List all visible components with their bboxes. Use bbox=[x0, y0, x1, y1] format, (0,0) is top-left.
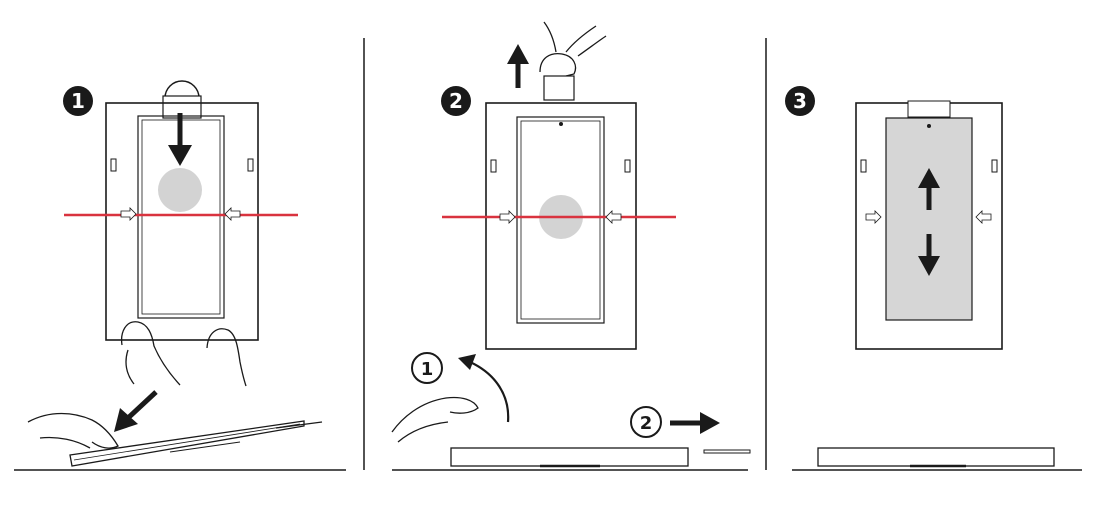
liner-strip bbox=[703, 449, 751, 454]
pull-tab bbox=[543, 75, 575, 101]
alignment-tray bbox=[485, 102, 637, 350]
sub-step-number: 1 bbox=[421, 359, 434, 380]
tilted-tray bbox=[69, 420, 323, 467]
applied-film bbox=[885, 117, 973, 321]
camera-dot bbox=[559, 122, 563, 126]
step-badge: 2 bbox=[441, 86, 471, 116]
hollow-arrow-right bbox=[120, 207, 137, 221]
hand-sketch bbox=[391, 396, 479, 443]
step-number: 2 bbox=[449, 89, 463, 113]
panel-3: 3 bbox=[785, 86, 1082, 471]
sub-step-number: 2 bbox=[640, 413, 653, 434]
side-slot bbox=[991, 159, 998, 173]
step-badge: 3 bbox=[785, 86, 815, 116]
pull-tab-stub bbox=[907, 100, 951, 118]
step-badge: 1 bbox=[63, 86, 93, 116]
side-slot bbox=[624, 159, 631, 173]
right-hand bbox=[206, 328, 247, 387]
flat-tray bbox=[450, 447, 689, 467]
target-circle bbox=[158, 168, 202, 212]
side-slot bbox=[110, 158, 117, 172]
phone-outline bbox=[516, 116, 605, 324]
hollow-arrow-left bbox=[224, 207, 241, 221]
hollow-arrow-left bbox=[975, 210, 992, 224]
sub-step-badge: 1 bbox=[411, 352, 443, 384]
hollow-arrow-left bbox=[605, 210, 622, 224]
diagonal-arrow bbox=[114, 390, 158, 432]
sub-step-badge: 2 bbox=[630, 406, 662, 438]
up-arrow bbox=[918, 168, 940, 210]
left-hand bbox=[120, 321, 181, 386]
hollow-arrow-right bbox=[865, 210, 882, 224]
flat-tray bbox=[817, 447, 1055, 467]
up-arrow bbox=[507, 44, 529, 88]
side-slot bbox=[247, 158, 254, 172]
panel-2: 2 1 2 bbox=[391, 21, 751, 471]
down-arrow bbox=[168, 113, 192, 166]
step-number: 3 bbox=[793, 89, 807, 113]
hand-sketch bbox=[27, 412, 119, 449]
curved-arrow bbox=[469, 361, 510, 423]
camera-dot bbox=[927, 124, 931, 128]
pull-tab bbox=[164, 80, 200, 99]
step-number: 1 bbox=[71, 89, 85, 113]
panel-1: 1 bbox=[14, 80, 346, 471]
side-slot bbox=[490, 159, 497, 173]
pinching-fingers bbox=[539, 21, 607, 77]
hollow-arrow-right bbox=[499, 210, 516, 224]
down-arrow bbox=[918, 234, 940, 276]
side-slot bbox=[860, 159, 867, 173]
alignment-tray bbox=[105, 102, 259, 341]
right-arrow bbox=[670, 412, 720, 434]
